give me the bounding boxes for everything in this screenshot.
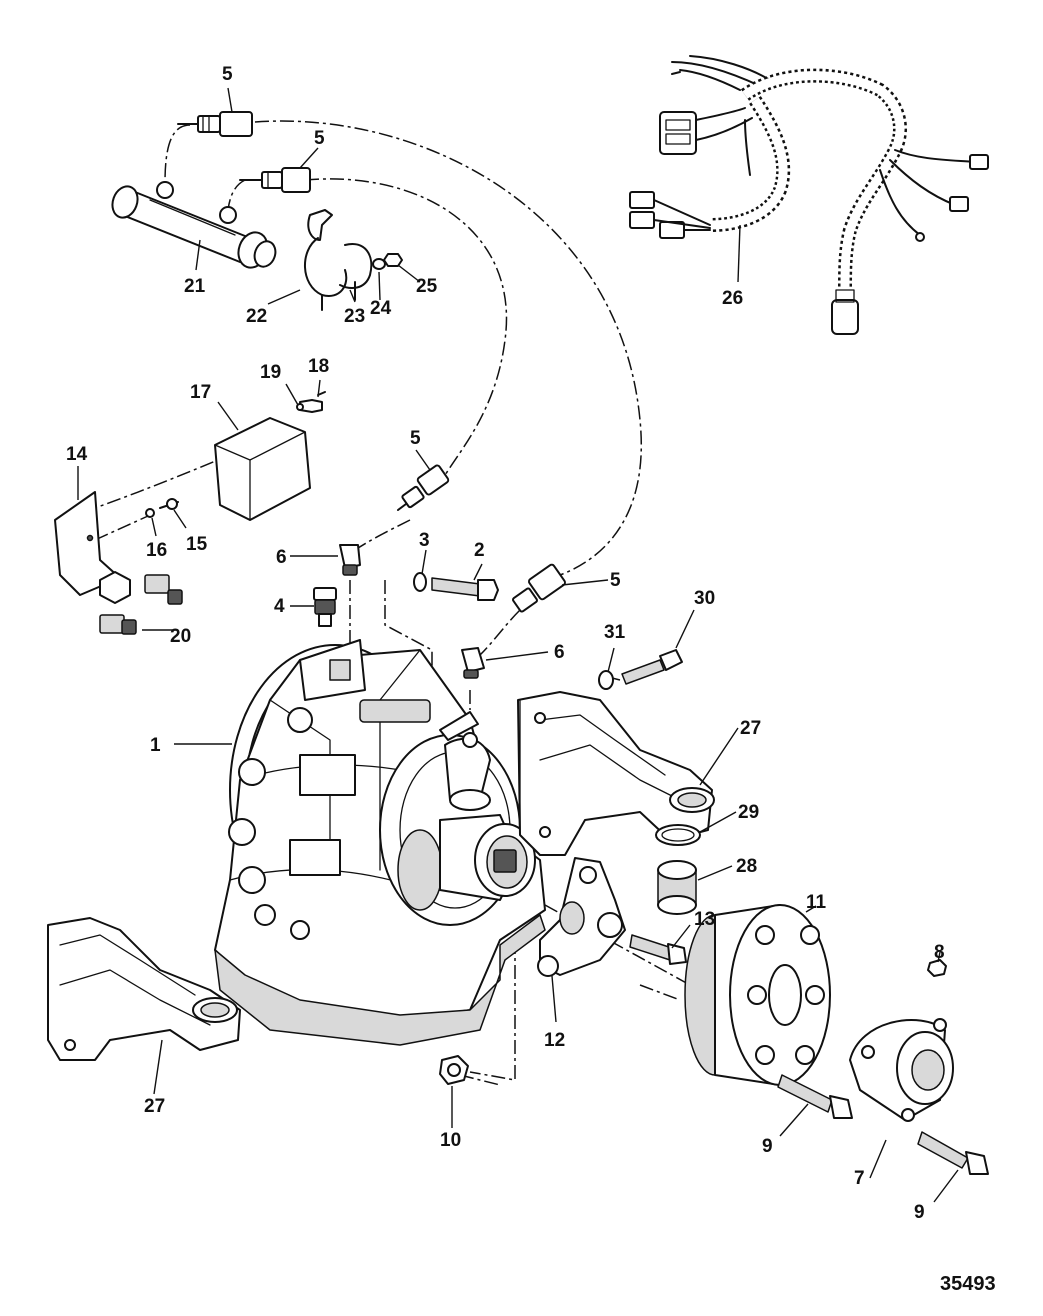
callout-6-upper: 6 [276, 547, 287, 568]
callout-25: 25 [416, 276, 438, 297]
bracket-12 [537, 857, 687, 977]
callout-10: 10 [440, 1130, 461, 1151]
callout-5-upper: 5 [314, 128, 325, 149]
callout-3: 3 [419, 530, 430, 551]
callout-24: 24 [370, 298, 392, 319]
callout-27-left: 27 [144, 1096, 165, 1117]
callout-labels: 5 5 21 22 23 24 25 26 18 19 17 14 5 15 1… [66, 64, 996, 1295]
callout-28: 28 [736, 856, 757, 877]
engine-mount-27-left [47, 917, 241, 1061]
wiring-harness-26 [629, 55, 989, 335]
seal-29 [655, 824, 701, 846]
callout-4: 4 [274, 596, 285, 617]
callout-26: 26 [722, 288, 743, 309]
nut-10 [439, 1055, 469, 1085]
bolt-9-right [917, 1131, 989, 1175]
sender-5-top [177, 111, 253, 137]
callout-9-left: 9 [762, 1136, 773, 1157]
callout-5-lower: 5 [610, 570, 621, 591]
callout-29: 29 [738, 802, 759, 823]
callout-5-top: 5 [222, 64, 233, 85]
callout-22: 22 [246, 306, 267, 327]
callout-1: 1 [150, 735, 161, 756]
bracket-17 [214, 391, 326, 521]
callout-27-right: 27 [740, 718, 761, 739]
bolt-2-washer-3 [413, 572, 499, 601]
coupler-11 [684, 904, 831, 1086]
sender-5-upper [239, 167, 311, 193]
callout-19: 19 [260, 362, 281, 383]
callout-8: 8 [934, 942, 945, 963]
callout-14: 14 [66, 444, 88, 465]
callout-6-lower: 6 [554, 642, 565, 663]
sender-5-lower [512, 563, 566, 613]
callout-15: 15 [186, 534, 208, 555]
bushing-28 [657, 860, 697, 915]
callout-20: 20 [170, 626, 191, 647]
transmission-housing-1 [214, 639, 546, 1046]
engine-mount-27-right [517, 691, 715, 856]
elbow-fitting-6-upper [339, 544, 361, 576]
callout-7: 7 [854, 1168, 865, 1189]
callout-21: 21 [184, 276, 206, 297]
nut-8 [927, 959, 947, 977]
callout-12: 12 [544, 1030, 565, 1051]
switch-4 [313, 587, 337, 627]
elbow-fitting-6-lower [461, 647, 485, 679]
sender-5-middle [397, 464, 450, 511]
callout-17: 17 [190, 382, 211, 403]
bolt-30-washer-31 [598, 649, 683, 690]
callout-23: 23 [344, 306, 365, 327]
callout-18: 18 [308, 356, 329, 377]
callout-2: 2 [474, 540, 485, 561]
callout-16: 16 [146, 540, 167, 561]
mounting-clamps [304, 209, 403, 311]
cooler-21 [111, 181, 277, 269]
callout-30: 30 [694, 588, 715, 609]
callout-5-middle: 5 [410, 428, 421, 449]
callout-13: 13 [694, 909, 715, 930]
drive-flange-7 [849, 1018, 954, 1122]
callout-31: 31 [604, 622, 626, 643]
bracket-14 [54, 491, 183, 635]
leader-lines [77, 87, 959, 1203]
callout-11: 11 [806, 892, 827, 913]
figure-number: 35493 [940, 1273, 996, 1295]
callout-9-right: 9 [914, 1202, 925, 1223]
bolt-9-left [777, 1074, 853, 1119]
